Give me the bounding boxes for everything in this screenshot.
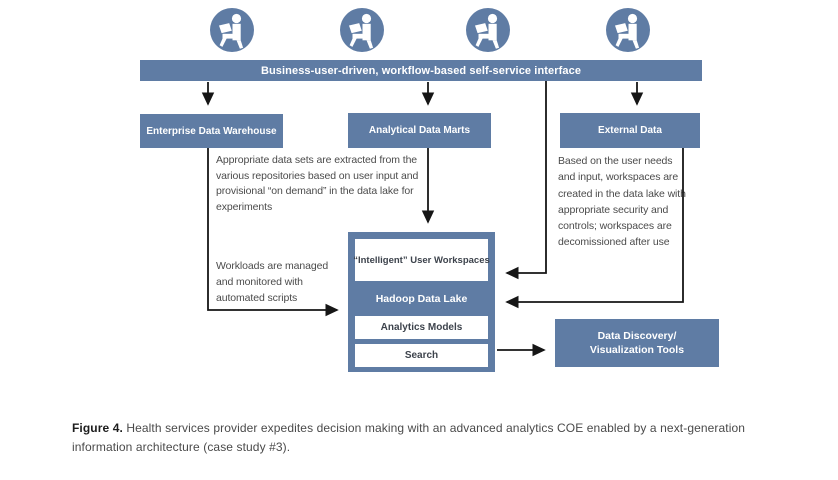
arrow-bar-to-workspaces [505,81,547,280]
analytical-data-marts-box: Analytical Data Marts [348,113,491,148]
note-data-extraction: Appropriate data sets are extracted from… [216,154,419,213]
figure-caption-label: Figure 4. [72,421,123,435]
self-service-interface-bar: Business-user-driven, workflow-based sel… [140,60,702,81]
analytics-models-box: Analytics Models [355,316,488,339]
enterprise-data-warehouse-box: Enterprise Data Warehouse [140,114,283,148]
user-icon [606,8,650,52]
search-box: Search [355,344,488,367]
data-discovery-visualization-tools-box: Data Discovery/ Visualization Tools [555,319,719,367]
user-icon [466,8,510,52]
discovery-line2: Visualization Tools [589,344,685,356]
user-icon [340,8,384,52]
note-workloads: Workloads are managed and monitored with… [216,260,329,304]
user-icon [210,8,254,52]
discovery-line1: Data Discovery/ [597,330,677,342]
intelligent-user-workspaces-box: “Intelligent” User Workspaces [353,239,490,281]
note-workspaces: Based on the user needs and input, works… [558,155,686,249]
external-data-box: External Data [560,113,700,148]
figure-caption-text: Health services provider expedites decis… [72,421,746,454]
figure-caption: Figure 4. Health services provider exped… [72,419,778,457]
hadoop-data-lake-label: Hadoop Data Lake [375,292,468,305]
hadoop-data-lake-container: “Intelligent” User Workspaces Hadoop Dat… [348,232,495,372]
